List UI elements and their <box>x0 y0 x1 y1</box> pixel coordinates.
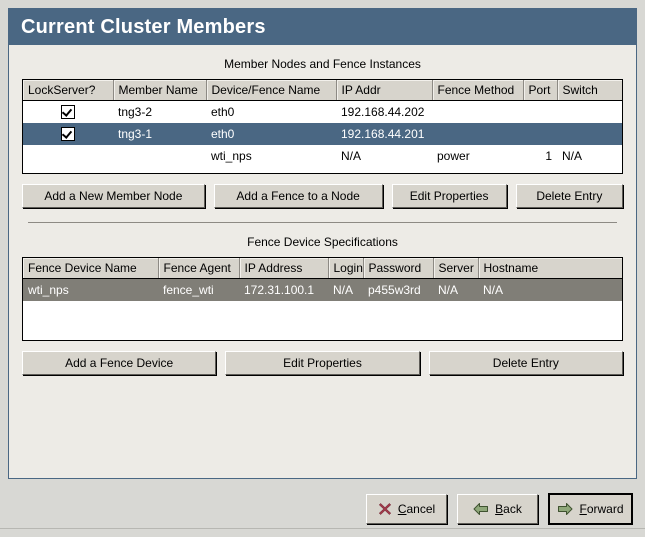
arrow-right-icon <box>557 502 573 516</box>
window-frame: Current Cluster Members Member Nodes and… <box>0 0 645 480</box>
fence-table-container: Fence Device Name Fence Agent IP Address… <box>22 257 623 341</box>
column-header-member-name[interactable]: Member Name <box>113 80 207 101</box>
back-button-label: Back <box>495 502 522 516</box>
cell-switch: N/A <box>562 148 583 163</box>
cell-lockserver[interactable] <box>23 101 113 123</box>
cell-device-fence-name: eth0 <box>206 122 336 145</box>
cancel-label-rest: ancel <box>406 501 436 516</box>
cell-hostname: N/A <box>478 278 622 301</box>
cell-device-fence-name: wti_nps <box>211 148 252 163</box>
forward-button-label: Forward <box>579 502 623 516</box>
table-row[interactable]: tng3-1 eth0 192.168.44.201 <box>23 122 622 145</box>
cancel-x-icon <box>378 502 392 516</box>
back-button[interactable]: Back <box>457 493 538 524</box>
cell-port: 1 <box>545 148 552 163</box>
cell-member-name: tng3-2 <box>118 104 153 119</box>
column-header-server[interactable]: Server <box>433 258 479 279</box>
lockserver-checkbox[interactable] <box>61 105 75 120</box>
add-fence-to-node-button[interactable]: Add a Fence to a Node <box>213 184 383 208</box>
forward-mnemonic: F <box>579 501 587 516</box>
column-header-fence-device-name[interactable]: Fence Device Name <box>23 258 159 279</box>
column-header-login[interactable]: Login <box>328 258 364 279</box>
fence-delete-entry-button[interactable]: Delete Entry <box>428 351 623 375</box>
dialog-panel: Current Cluster Members Member Nodes and… <box>8 8 637 479</box>
column-header-hostname[interactable]: Hostname <box>478 258 622 279</box>
panel-body: Member Nodes and Fence Instances <box>9 45 636 478</box>
cell-login: N/A <box>328 278 363 301</box>
add-fence-device-button[interactable]: Add a Fence Device <box>22 351 217 375</box>
column-header-lockserver[interactable]: LockServer? <box>23 80 114 101</box>
cell-switch <box>557 101 622 123</box>
title-bar: Current Cluster Members <box>9 9 636 45</box>
fence-edit-properties-button[interactable]: Edit Properties <box>225 351 420 375</box>
footer-separator <box>0 528 645 529</box>
arrow-left-icon <box>473 502 489 516</box>
forward-button[interactable]: Forward <box>548 492 633 525</box>
cell-fence-agent: fence_wti <box>158 278 239 301</box>
lockserver-checkbox[interactable] <box>61 126 75 141</box>
fence-button-row: Add a Fence Device Edit Properties Delet… <box>22 351 623 375</box>
fence-table-header-row: Fence Device Name Fence Agent IP Address… <box>23 258 622 279</box>
table-row[interactable]: wti_nps fence_wti 172.31.100.1 N/A p455w… <box>23 278 622 301</box>
cell-port <box>523 122 557 145</box>
members-section-caption: Member Nodes and Fence Instances <box>224 57 421 71</box>
members-table-container: LockServer? Member Name Device/Fence Nam… <box>22 79 623 174</box>
navigation-footer: Cancel Back Forward <box>0 480 645 537</box>
column-header-switch[interactable]: Switch <box>557 80 622 101</box>
column-header-fence-method[interactable]: Fence Method <box>432 80 524 101</box>
cell-fence-method: power <box>437 148 470 163</box>
cell-lockserver <box>23 145 113 167</box>
members-table-header-row: LockServer? Member Name Device/Fence Nam… <box>23 80 622 101</box>
page-title: Current Cluster Members <box>21 15 266 38</box>
cell-member-name <box>113 145 206 167</box>
table-row[interactable]: tng3-2 eth0 192.168.44.202 <box>23 101 622 123</box>
members-edit-properties-button[interactable]: Edit Properties <box>391 184 507 208</box>
fence-section-caption: Fence Device Specifications <box>247 235 398 249</box>
back-label-rest: ack <box>503 501 522 516</box>
members-delete-entry-button[interactable]: Delete Entry <box>515 184 623 208</box>
section-divider <box>28 222 617 223</box>
members-table: LockServer? Member Name Device/Fence Nam… <box>23 80 622 167</box>
table-row[interactable]: wti_nps N/A power 1 N/A <box>23 145 622 167</box>
cell-port <box>523 101 557 123</box>
cell-device-fence-name: eth0 <box>211 104 235 119</box>
cell-ip-addr: 192.168.44.202 <box>341 104 425 119</box>
column-header-port[interactable]: Port <box>523 80 558 101</box>
cell-fence-method <box>432 122 523 145</box>
cell-ip-address: 172.31.100.1 <box>239 278 328 301</box>
cancel-button[interactable]: Cancel <box>366 493 447 524</box>
cell-fence-method <box>432 101 523 123</box>
cell-lockserver[interactable] <box>23 122 113 145</box>
column-header-password[interactable]: Password <box>363 258 434 279</box>
cancel-mnemonic: C <box>397 501 407 516</box>
forward-label-rest: orward <box>586 501 624 516</box>
cell-ip-addr: N/A <box>341 148 362 163</box>
column-header-ip-address[interactable]: IP Address <box>239 258 329 279</box>
column-header-ip-addr[interactable]: IP Addr <box>336 80 433 101</box>
cell-member-name: tng3-1 <box>113 122 206 145</box>
cell-ip-addr: 192.168.44.201 <box>336 122 432 145</box>
column-header-device-fence-name[interactable]: Device/Fence Name <box>206 80 337 101</box>
cell-switch <box>557 122 622 145</box>
cell-password: p455w3rd <box>363 278 433 301</box>
column-header-fence-agent[interactable]: Fence Agent <box>158 258 240 279</box>
fence-devices-table: Fence Device Name Fence Agent IP Address… <box>23 258 622 301</box>
add-new-member-node-button[interactable]: Add a New Member Node <box>22 184 205 208</box>
cell-server: N/A <box>433 278 478 301</box>
members-button-row: Add a New Member Node Add a Fence to a N… <box>22 184 623 208</box>
cell-fence-device-name: wti_nps <box>23 278 158 301</box>
cancel-button-label: Cancel <box>398 502 435 516</box>
back-mnemonic: B <box>495 501 504 516</box>
